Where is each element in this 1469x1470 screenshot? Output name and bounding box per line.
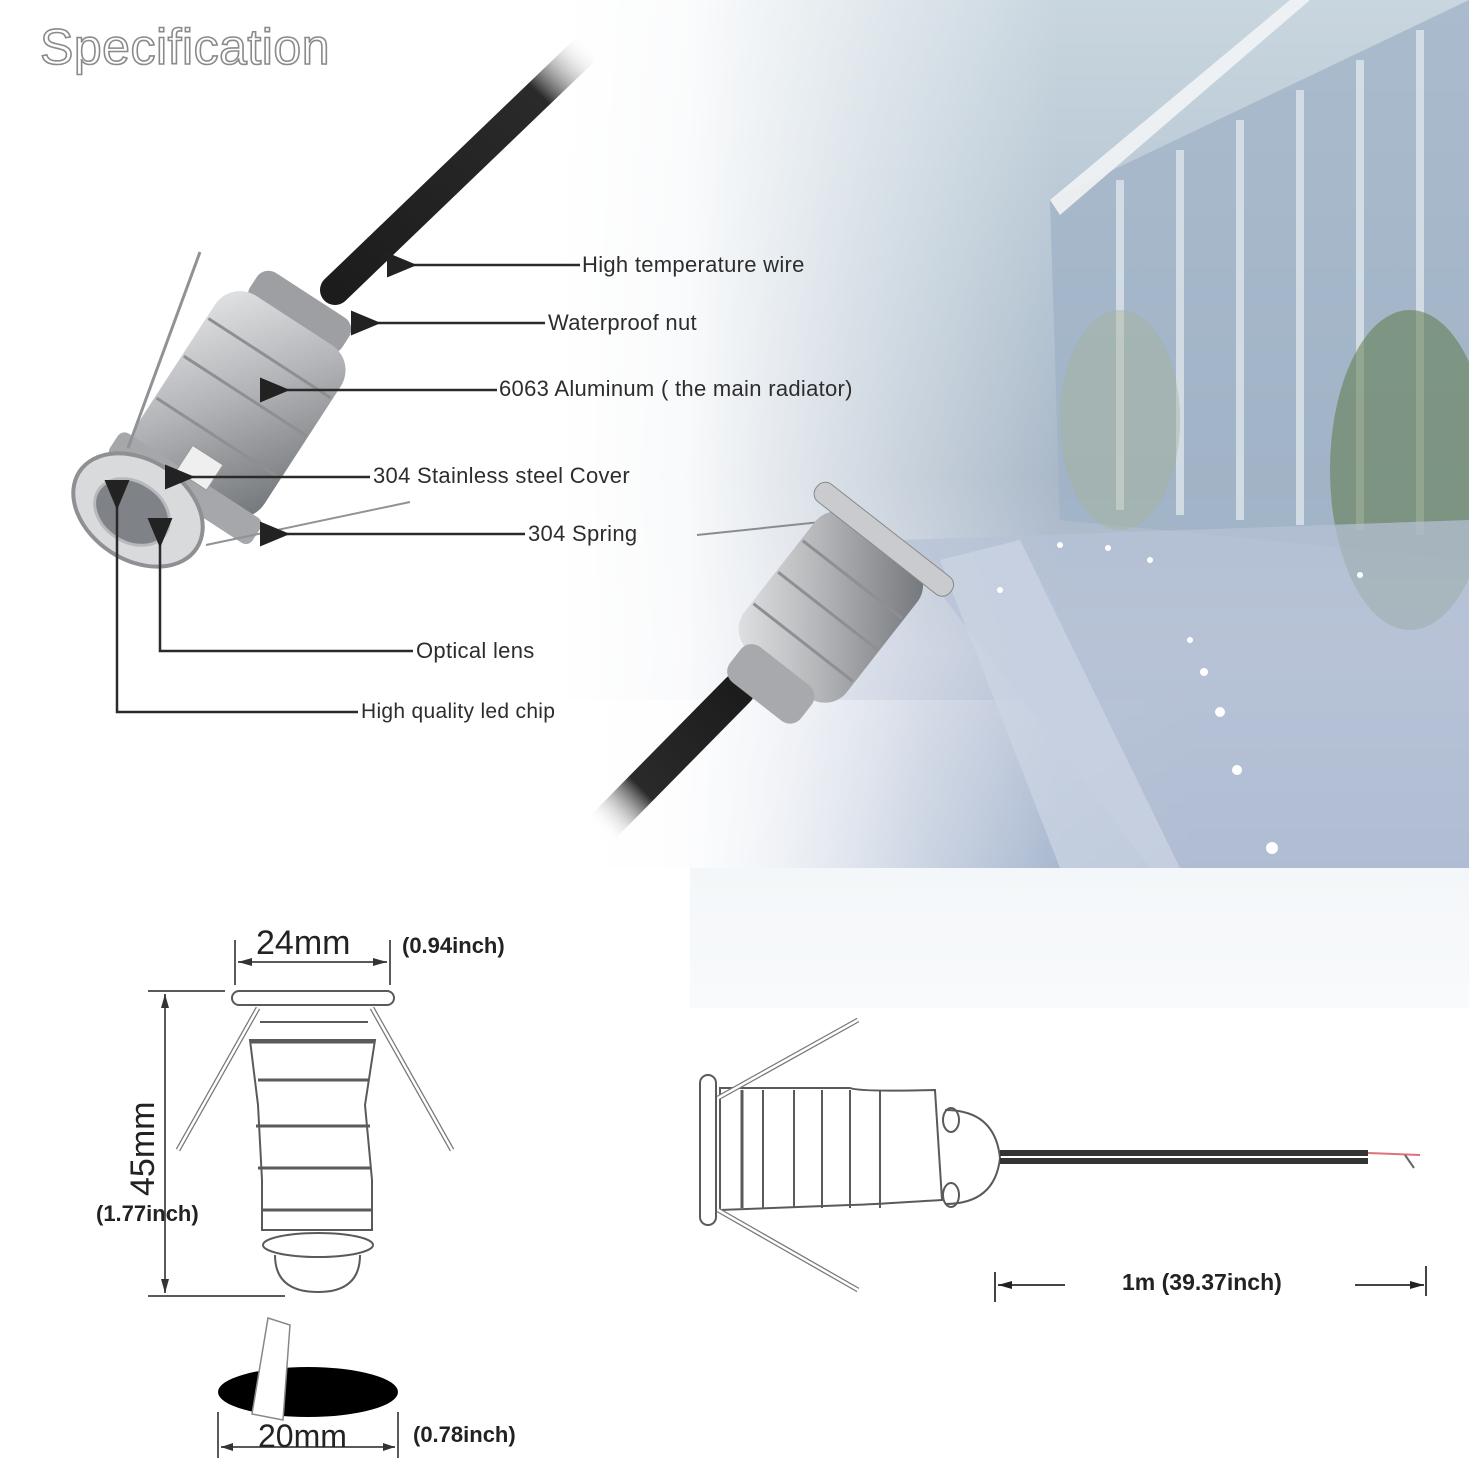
dimension-width-inch: (0.94inch) [402, 933, 505, 958]
callout-spring: 304 Spring [528, 521, 638, 546]
dimension-height-mm: 45mm [124, 1101, 162, 1196]
callout-optical-lens: Optical lens [416, 638, 535, 663]
callout-waterproof-nut: Waterproof nut [548, 310, 697, 335]
callout-high-temperature-wire: High temperature wire [582, 252, 805, 277]
dimension-cutout-inch: (0.78inch) [413, 1422, 516, 1447]
side-view-drawing [699, 1017, 1002, 1293]
dimension-width-mm: 24mm [256, 924, 351, 962]
dimension-height-inch: (1.77inch) [96, 1201, 199, 1226]
cutout-drawing [217, 1317, 399, 1458]
page-title: Specification [39, 18, 330, 76]
callout-led-chip: High quality led chip [361, 700, 556, 723]
callout-aluminum-radiator: 6063 Aluminum ( the main radiator) [499, 376, 853, 401]
dimension-cable-length: 1m (39.37inch) [1122, 1269, 1282, 1295]
second-lamp-body [727, 481, 955, 724]
front-view-drawing [148, 940, 455, 1297]
main-lamp-cable [320, 30, 605, 305]
cable-line [1000, 1150, 1368, 1156]
dimension-cutout-mm: 20mm [258, 1418, 347, 1454]
photo-reflection [690, 868, 1469, 1008]
callout-stainless-cover: 304 Stainless steel Cover [373, 463, 630, 488]
